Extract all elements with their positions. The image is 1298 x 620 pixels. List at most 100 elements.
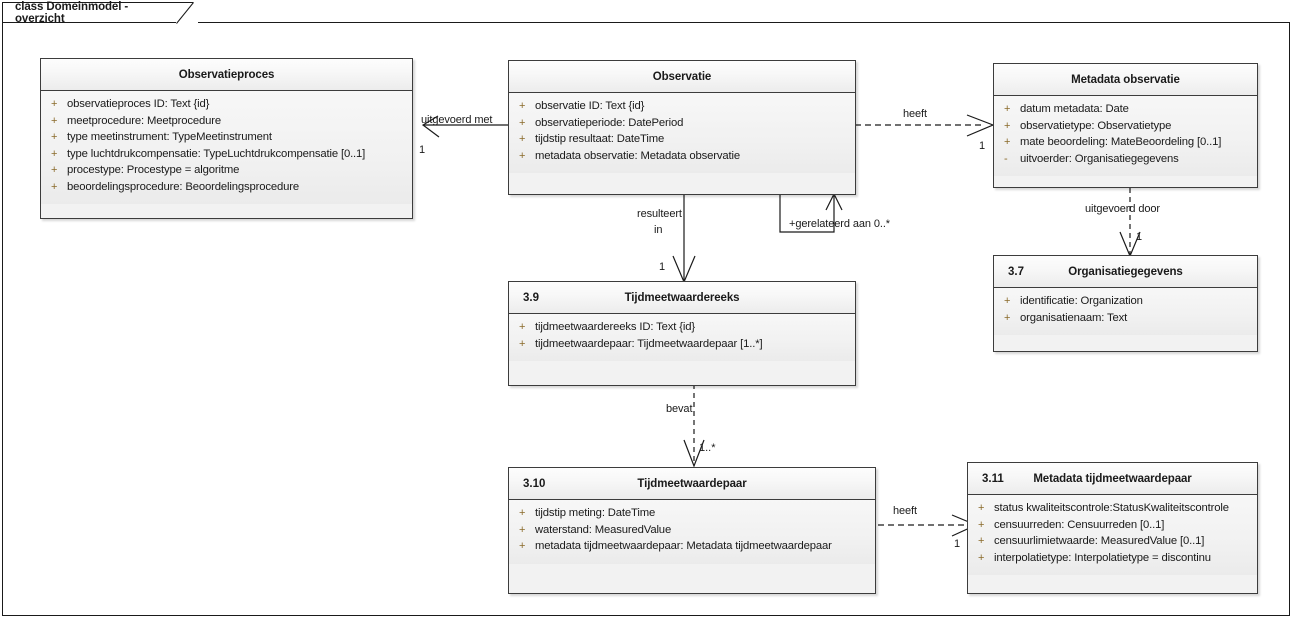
attribute-visibility: + (519, 100, 526, 112)
attribute-visibility: + (519, 507, 526, 519)
attribute-row: + observatietype: Observatietype (994, 120, 1257, 137)
class-title-observatie: Observatie (652, 70, 712, 83)
diagram-frame (2, 22, 1290, 616)
class-box-tijdmeetwaardereeks[interactable]: 3.9 Tijdmeetwaardereeks + tijdmeetwaarde… (508, 281, 856, 386)
connector-mult-uitgevoerd-door: 1 (1136, 231, 1143, 243)
class-title-metadata-tijdmeetwaardepaar: Metadata tijdmeetwaardepaar (1033, 472, 1192, 485)
connector-mult-heeft-metadata-observatie: 1 (979, 140, 986, 152)
connector-mult-heeft-metadata-tijdmeetwaardepaar: 1 (954, 538, 961, 550)
class-number-tijdmeetwaardereeks: 3.9 (523, 291, 539, 304)
connector-label-heeft-metadata-observatie: heeft (903, 108, 927, 120)
attribute-row: + censuurlimietwaarde: MeasuredValue [0.… (968, 535, 1257, 552)
attribute-row: + tijdmeetwaardepaar: Tijdmeetwaardepaar… (509, 338, 855, 355)
attribute-visibility: + (1004, 136, 1011, 148)
attribute-row: + tijdmeetwaardereeks ID: Text {id} (509, 321, 855, 338)
connector-uitgevoerd-met (410, 112, 514, 138)
attribute-row: + metadata tijdmeetwaardepaar: Metadata … (509, 540, 875, 557)
class-box-organisatiegegevens[interactable]: 3.7 Organisatiegegevens + identificatie:… (993, 255, 1258, 352)
attribute-row: + metadata observatie: Metadata observat… (509, 150, 855, 167)
attribute-row: + tijdstip meting: DateTime (509, 507, 875, 524)
class-attributes-tijdmeetwaardepaar: + tijdstip meting: DateTime + waterstand… (509, 500, 875, 564)
attribute-signature: observatieperiode: DatePeriod (535, 116, 684, 129)
attribute-row: + datum metadata: Date (994, 103, 1257, 120)
attribute-row: + censuurreden: Censuurreden [0..1] (968, 519, 1257, 536)
connector-label-uitgevoerd-met: uitgevoerd met (421, 114, 493, 126)
attribute-row: + observatieperiode: DatePeriod (509, 117, 855, 134)
class-box-metadata-observatie[interactable]: Metadata observatie + datum metadata: Da… (993, 63, 1258, 188)
attribute-visibility: + (1004, 103, 1011, 115)
connector-mult-bevat: 1..* (699, 442, 716, 454)
attribute-signature: interpolatietype: Interpolatietype = dis… (994, 551, 1211, 564)
class-box-tijdmeetwaardepaar[interactable]: 3.10 Tijdmeetwaardepaar + tijdstip metin… (508, 467, 876, 594)
attribute-signature: type meetinstrument: TypeMeetinstrument (67, 131, 272, 143)
attribute-visibility: + (51, 164, 58, 176)
attribute-visibility: + (978, 518, 985, 531)
attribute-visibility: + (519, 321, 526, 333)
diagram-frame-tab-cut (176, 1, 198, 24)
attribute-signature: identificatie: Organization (1020, 295, 1143, 307)
attribute-row: + type meetinstrument: TypeMeetinstrumen… (41, 131, 412, 148)
attribute-signature: tijdstip resultaat: DateTime (535, 133, 665, 145)
class-number-tijdmeetwaardepaar: 3.10 (523, 477, 546, 490)
attribute-row: + observatie ID: Text {id} (509, 100, 855, 117)
attribute-visibility: + (1004, 295, 1011, 307)
diagram-frame-tab: class Domeinmodel - overzicht (2, 0, 177, 25)
attribute-signature: mate beoordeling: MateBeoordeling [0..1] (1020, 136, 1222, 148)
class-attributes-metadata-tijdmeetwaardepaar: + status kwaliteitscontrole:StatusKwalit… (968, 495, 1257, 575)
class-header-tijdmeetwaardepaar: 3.10 Tijdmeetwaardepaar (509, 468, 875, 500)
attribute-row: + type luchtdrukcompensatie: TypeLuchtdr… (41, 148, 412, 165)
class-number-organisatiegegevens: 3.7 (1008, 265, 1024, 278)
attribute-signature: observatie ID: Text {id} (535, 100, 645, 112)
attribute-visibility: + (978, 502, 985, 514)
connector-label-resulteert-in-line1: resulteert (637, 208, 682, 220)
attribute-signature: waterstand: MeasuredValue (535, 523, 672, 536)
connector-label-bevat: bevat (666, 403, 693, 415)
class-box-observatieproces[interactable]: Observatieproces + observatieproces ID: … (40, 58, 413, 219)
attribute-row: - uitvoerder: Organisatiegegevens (994, 153, 1257, 170)
attribute-visibility: - (1004, 152, 1008, 165)
attribute-row: + identificatie: Organization (994, 295, 1257, 312)
attribute-visibility: + (519, 523, 526, 536)
class-header-metadata-tijdmeetwaardepaar: 3.11 Metadata tijdmeetwaardepaar (968, 463, 1257, 495)
class-attributes-tijdmeetwaardereeks: + tijdmeetwaardereeks ID: Text {id} + ti… (509, 314, 855, 361)
attribute-signature: metadata observatie: Metadata observatie (535, 149, 741, 162)
attribute-signature: censuurreden: Censuurreden [0..1] (994, 518, 1165, 531)
attribute-row: + tijdstip resultaat: DateTime (509, 133, 855, 150)
class-box-metadata-tijdmeetwaardepaar[interactable]: 3.11 Metadata tijdmeetwaardepaar + statu… (967, 462, 1258, 594)
attribute-visibility: + (978, 535, 985, 547)
connector-heeft-metadata-tijdmeetwaardepaar (868, 512, 978, 538)
attribute-visibility: + (1004, 119, 1011, 132)
connector-label-uitgevoerd-door: uitgevoerd door (1085, 203, 1160, 215)
diagram-title: class Domeinmodel - overzicht (15, 0, 129, 25)
attribute-row: + interpolatietype: Interpolatietype = d… (968, 552, 1257, 569)
class-title-organisatiegegevens: Organisatiegegevens (1068, 265, 1183, 278)
attribute-visibility: + (51, 114, 58, 127)
attribute-row: + beoordelingsprocedure: Beoordelingspro… (41, 181, 412, 198)
attribute-row: + procestype: Procestype = algoritme (41, 164, 412, 181)
connector-mult-resulteert-in: 1 (659, 261, 666, 273)
attribute-row: + mate beoordeling: MateBeoordeling [0..… (994, 136, 1257, 153)
class-title-observatieproces: Observatieproces (178, 68, 275, 81)
attribute-signature: meetprocedure: Meetprocedure (67, 114, 222, 127)
class-box-observatie[interactable]: Observatie + observatie ID: Text {id} + … (508, 60, 856, 195)
attribute-signature: observatieproces ID: Text {id} (67, 98, 210, 110)
attribute-signature: metadata tijdmeetwaardepaar: Metadata ti… (535, 540, 832, 552)
attribute-signature: tijdstip meting: DateTime (535, 507, 656, 519)
attribute-visibility: + (519, 540, 526, 552)
attribute-signature: uitvoerder: Organisatiegegevens (1020, 152, 1179, 165)
attribute-signature: status kwaliteitscontrole:StatusKwalitei… (994, 502, 1229, 514)
attribute-row: + observatieproces ID: Text {id} (41, 98, 412, 115)
class-header-tijdmeetwaardereeks: 3.9 Tijdmeetwaardereeks (509, 282, 855, 314)
connector-label-resulteert-in-line2: in (654, 224, 663, 236)
attribute-signature: beoordelingsprocedure: Beoordelingsproce… (67, 180, 300, 193)
connector-label-heeft-metadata-tijdmeetwaardepaar: heeft (893, 505, 917, 517)
attribute-visibility: + (519, 337, 526, 350)
attribute-visibility: + (51, 147, 58, 160)
class-number-metadata-tijdmeetwaardepaar: 3.11 (982, 472, 1004, 485)
attribute-row: + meetprocedure: Meetprocedure (41, 115, 412, 132)
attribute-row: + waterstand: MeasuredValue (509, 524, 875, 541)
class-header-observatie: Observatie (509, 61, 855, 93)
connector-mult-uitgevoerd-met: 1 (419, 144, 426, 156)
attribute-visibility: + (51, 180, 58, 193)
